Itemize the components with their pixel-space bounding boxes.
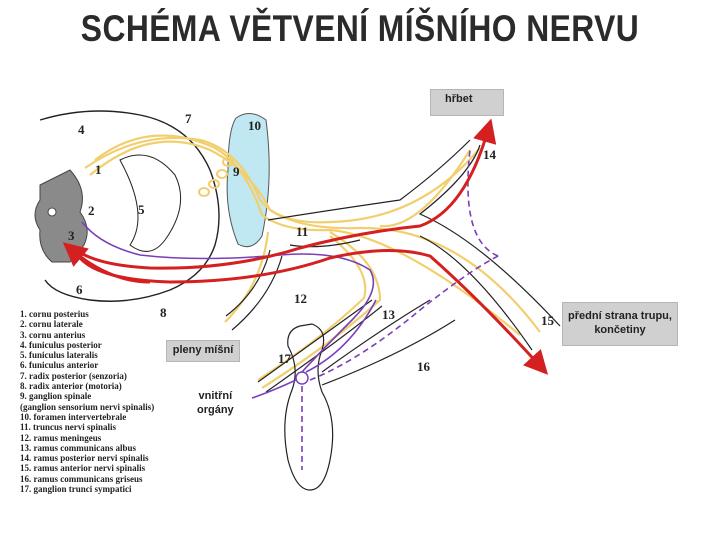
label-6: 6 <box>76 282 83 297</box>
label-11: 11 <box>296 224 308 239</box>
nerve-outline <box>257 299 373 383</box>
ganglion-cell <box>216 169 228 179</box>
legend-item: 5. funiculus lateralis <box>20 350 98 361</box>
sympathetic-fiber <box>81 221 375 373</box>
label-1: 1 <box>95 162 102 177</box>
callout-meninges: pleny míšní <box>166 340 240 362</box>
label-9: 9 <box>233 164 240 179</box>
label-3: 3 <box>68 228 75 243</box>
sensory-fiber <box>89 140 541 333</box>
label-7: 7 <box>185 111 192 126</box>
central-canal <box>47 207 57 217</box>
legend: 1. cornu posterius 2. cornu laterale 3. … <box>20 309 240 494</box>
label-14: 14 <box>483 147 497 162</box>
legend-item: 10. foramen intervertebrale <box>20 411 127 422</box>
legend-item: 16. ramus communicans griseus <box>20 473 143 484</box>
legend-item: 6. funiculus anterior <box>20 360 99 371</box>
label-17: 17 <box>278 351 292 366</box>
callout-organs: vnitřní orgány <box>197 389 234 417</box>
sensory-fiber <box>94 134 521 336</box>
sensory-fiber <box>257 235 367 381</box>
nerve-outline <box>231 255 283 331</box>
label-13: 13 <box>382 307 396 322</box>
legend-item: 12. ramus meningeus <box>20 432 102 443</box>
sensory-fiber <box>84 136 481 224</box>
label-8: 8 <box>160 305 167 320</box>
sympathetic-fiber <box>309 254 501 381</box>
label-12: 12 <box>294 291 307 306</box>
motor-fiber <box>62 242 151 284</box>
spinal-cord-outline <box>39 110 220 302</box>
sympathetic-fiber <box>251 379 297 399</box>
sympathetic-fiber <box>305 299 377 373</box>
legend-item: 7. radix posterior (senzoria) <box>20 370 127 381</box>
legend-item: 8. radix anterior (motoria) <box>20 381 122 392</box>
label-10: 10 <box>248 118 261 133</box>
legend-item: 13. ramus communicans albus <box>20 442 137 453</box>
ganglion-cell <box>222 157 234 167</box>
nerve-outline <box>321 319 456 386</box>
label-15: 15 <box>541 313 555 328</box>
callout-back: hřbet <box>430 89 504 116</box>
motor-fibers <box>62 118 549 375</box>
legend-item: 15. ramus anterior nervi spinalis <box>20 463 146 474</box>
sympathetic-fibers <box>81 149 501 470</box>
callout-organs-line2: orgány <box>197 404 234 416</box>
motor-fiber <box>68 118 497 270</box>
legend-item: 3. cornu anterius <box>20 329 86 340</box>
label-16: 16 <box>417 359 431 374</box>
ganglion-cell <box>208 179 220 189</box>
sensory-fiber <box>224 231 270 323</box>
legend-item: 4. funiculus posterior <box>20 339 102 350</box>
sensory-fiber <box>379 149 471 228</box>
ganglion-cell <box>198 187 210 197</box>
foramen-shape <box>226 113 270 248</box>
legend-item: 9. ganglion spinale <box>20 391 92 402</box>
ganglion-trunci-sympatici <box>295 371 309 385</box>
nerve-outline <box>289 239 361 248</box>
legend-item: 11. truncus nervi spinalis <box>20 422 117 433</box>
callout-front: přední strana trupu, končetiny <box>562 302 678 346</box>
grey-matter <box>34 169 88 263</box>
label-2: 2 <box>88 203 95 218</box>
legend-item: 17. ganglion trunci sympatici <box>20 484 132 495</box>
legend-item: (ganglion sensorium nervi spinalis) <box>20 401 155 412</box>
sympathetic-trunk <box>284 323 334 491</box>
nerve-outlines <box>225 139 561 393</box>
funiculus-lateralis-outline <box>119 154 182 252</box>
nerve-outline <box>321 299 431 373</box>
page-title: SCHÉMA VĚTVENÍ MÍŠNÍHO NERVU <box>80 8 640 49</box>
label-5: 5 <box>138 202 145 217</box>
nerve-outline <box>418 144 561 327</box>
legend-item: 2. cornu laterale <box>20 319 83 330</box>
ganglion-spinale <box>198 157 234 197</box>
nerve-outline <box>419 235 533 351</box>
callout-organs-line1: vnitřní <box>198 390 233 402</box>
nerve-outline <box>267 139 471 221</box>
legend-item: 14. ramus posterior nervi spinalis <box>20 453 149 464</box>
sympathetic-fiber <box>467 149 499 257</box>
nerve-outline <box>265 305 383 393</box>
label-4: 4 <box>78 122 85 137</box>
legend-item: 1. cornu posterius <box>20 309 89 319</box>
